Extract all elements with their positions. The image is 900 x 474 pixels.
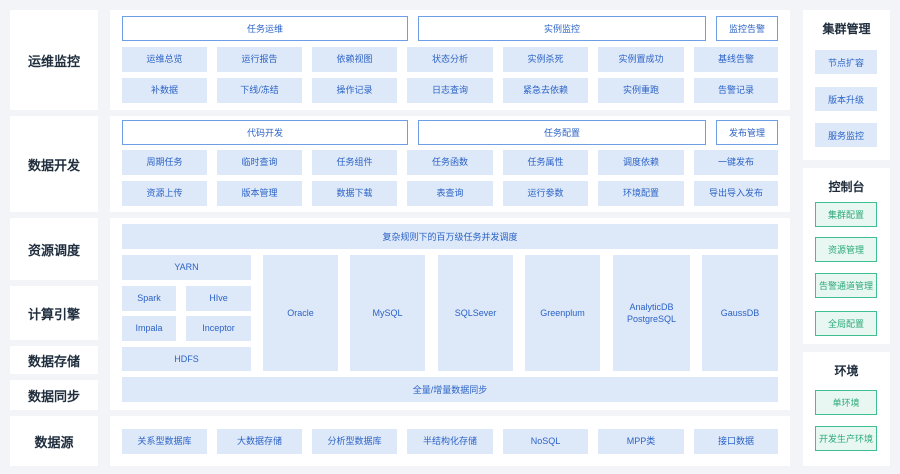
source-cell: 大数据存储: [217, 429, 302, 454]
ops-cell: 运维总览: [122, 47, 207, 72]
engine-spark: Spark: [122, 286, 176, 311]
header-instance-monitor: 实例监控: [418, 16, 706, 41]
dev-cell: 调度依赖: [598, 150, 684, 175]
cluster-title: 集群管理: [822, 22, 871, 36]
cluster-item: 版本升级: [815, 87, 877, 111]
ops-cell: 依赖视图: [312, 47, 397, 72]
cluster-panel: 集群管理 节点扩容 版本升级 服务监控: [803, 10, 890, 160]
console-item: 集群配置: [815, 202, 877, 227]
dev-cell: 资源上传: [122, 181, 207, 206]
sync-banner: 全量/增量数据同步: [122, 377, 778, 402]
engine-impala: Impala: [122, 316, 176, 341]
db-gaussdb: GaussDB: [702, 255, 778, 371]
row-label-source: 数据源: [10, 416, 98, 466]
row-label-ops: 运维监控: [10, 10, 98, 110]
row-label-dev: 数据开发: [10, 116, 98, 212]
env-item: 开发生产环境: [815, 426, 877, 451]
db-oracle: Oracle: [263, 255, 338, 371]
console-panel: 控制台 集群配置 资源管理 告警通道管理 全局配置: [803, 168, 890, 344]
scheduling-banner: 复杂规则下的百万级任务并发调度: [122, 224, 778, 249]
env-item: 单环境: [815, 390, 877, 415]
header-code-dev: 代码开发: [122, 120, 408, 145]
db-sqlserver: SQLSever: [438, 255, 513, 371]
ops-cell: 告警记录: [694, 78, 778, 103]
row-label-sync: 数据同步: [10, 380, 98, 410]
engine-inceptor: Inceptor: [186, 316, 251, 341]
ops-cell: 实例重跑: [598, 78, 684, 103]
dev-cell: 表查询: [407, 181, 493, 206]
header-release-manage: 发布管理: [716, 120, 778, 145]
dev-cell: 任务属性: [503, 150, 588, 175]
dev-cell: 环境配置: [598, 181, 684, 206]
console-item: 全局配置: [815, 311, 877, 336]
dev-cell: 临时查询: [217, 150, 302, 175]
ops-cell: 下线/冻结: [217, 78, 302, 103]
dev-cell: 运行参数: [503, 181, 588, 206]
source-cell: 接口数据: [694, 429, 778, 454]
ops-cell: 实例置成功: [598, 47, 684, 72]
ops-cell: 运行报告: [217, 47, 302, 72]
dev-cell: 任务组件: [312, 150, 397, 175]
source-cell: 关系型数据库: [122, 429, 207, 454]
dev-cell: 周期任务: [122, 150, 207, 175]
env-title: 环境: [834, 364, 859, 378]
ops-cell: 实例杀死: [503, 47, 588, 72]
console-item: 告警通道管理: [815, 273, 877, 298]
ops-cell: 日志查询: [407, 78, 493, 103]
row-label-compute: 计算引擎: [10, 286, 98, 340]
source-cell: 分析型数据库: [312, 429, 397, 454]
ops-cell: 基线告警: [694, 47, 778, 72]
ops-cell: 补数据: [122, 78, 207, 103]
row-label-storage: 数据存储: [10, 346, 98, 374]
db-analyticdb: AnalyticDB PostgreSQL: [613, 255, 690, 371]
source-cell: NoSQL: [503, 429, 588, 454]
source-cell: 半结构化存储: [407, 429, 493, 454]
header-monitor-alert: 监控告警: [716, 16, 778, 41]
header-task-ops: 任务运维: [122, 16, 408, 41]
dev-cell: 任务函数: [407, 150, 493, 175]
engine-yarn: YARN: [122, 255, 251, 280]
dev-cell: 导出导入发布: [694, 181, 778, 206]
ops-cell: 紧急去依赖: [503, 78, 588, 103]
dev-cell: 版本管理: [217, 181, 302, 206]
storage-hdfs: HDFS: [122, 347, 251, 371]
dev-cell: 一键发布: [694, 150, 778, 175]
db-greenplum: Greenplum: [525, 255, 600, 371]
dev-cell: 数据下载: [312, 181, 397, 206]
console-item: 资源管理: [815, 237, 877, 262]
ops-cell: 状态分析: [407, 47, 493, 72]
ops-cell: 操作记录: [312, 78, 397, 103]
row-label-sched: 资源调度: [10, 218, 98, 280]
cluster-item: 节点扩容: [815, 50, 877, 74]
console-title: 控制台: [828, 180, 865, 194]
source-cell: MPP类: [598, 429, 684, 454]
db-mysql: MySQL: [350, 255, 425, 371]
env-panel: 环境 单环境 开发生产环境: [803, 352, 890, 466]
engine-hive: HIve: [186, 286, 251, 311]
header-task-config: 任务配置: [418, 120, 706, 145]
cluster-item: 服务监控: [815, 123, 877, 147]
